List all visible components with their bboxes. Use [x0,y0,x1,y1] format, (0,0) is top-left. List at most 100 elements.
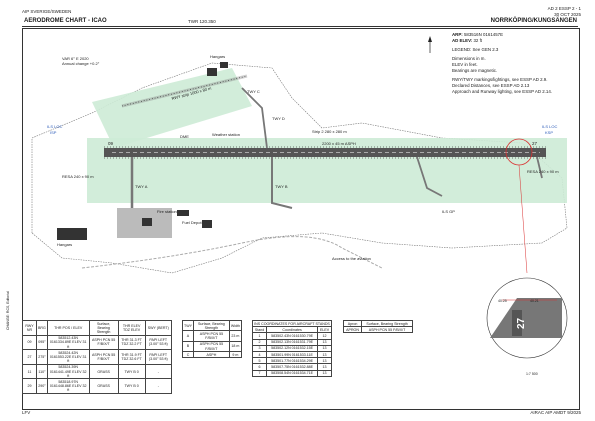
arp-value: 583516N 0161457E [463,32,504,37]
stand-table: INS COORDINATES FOR AIRCRAFT STANDS Stan… [251,319,332,377]
stand-table-cell: 583501.99N 0161533.11E [266,350,319,359]
twy-table-cell: 9 m [228,351,243,359]
twy-table-cell: ASPH [192,351,230,359]
rwy-table-header: BRG [36,320,48,336]
twy-table-cell: 18 m [228,340,243,353]
runway-strip-diagonal [92,68,252,148]
runway-strip-main [87,138,567,203]
stand-table-cell: 1 [251,332,268,340]
rwy-table-cell: - [144,363,173,380]
rwy-table-cell: GRASS [88,378,119,395]
hangar-block [57,228,87,240]
twy-table-cell: 23 m [228,330,243,342]
rwy-table-cell: PAPI LEFT (3.00° 53 ft) [144,349,173,365]
label-detail-2: 40.21 [530,299,539,303]
stand-table-cell: 7 [251,369,268,377]
rwy-table-cell: 11 [21,363,38,380]
twy-table-header: Width [228,319,243,332]
label-resa-right: RESA 240 x 90 m [527,169,559,174]
label-rwy27: 27 [532,141,538,146]
stand-table-cell: 13 [317,369,332,377]
label-hangars2: Hangars [57,242,72,247]
stand-table-cell: 13 [317,350,332,359]
label-ils-loc-left: ILS LOC [47,124,62,129]
rwy-table-cell: 583524.39N 0161441.49E ELEV 32 ft [46,363,90,380]
rwy-table-cell: 09 [21,334,38,351]
stand-table-title: INS COORDINATES FOR AIRCRAFT STANDS [252,319,332,328]
label-loc-id-right: KSP [545,130,553,135]
page-date: 30 OCT 2025 [554,11,581,17]
stand-table-cell: 2 [251,338,268,346]
rwy-table-cell: PAPI LEFT (3.00° 53 ft) [144,334,173,351]
rwy-table-cell: ASPH PCN 55 F/B/X/T [88,334,119,351]
label-ils-loc-right: ILS LOC [542,124,557,129]
stand-table-cell: 13 [317,344,332,353]
twy-table-cell: B [182,340,194,353]
side-change-note: CHANGE: RCS, Editorial [6,291,10,330]
rwy-table-header: THR ELEV TDZ ELEV [117,320,146,336]
stand-table-cell: 13 [317,338,332,346]
aerodrome-map: VAR 6° E 2020 Annual change +0.2° Hangar… [31,36,568,359]
twy-table-header: Surface, Bearing Strength [192,319,230,332]
label-weather: Weather station [212,132,240,137]
rwy-table-header: RWY NR [21,320,38,336]
rwy-table-cell: GRASS [88,363,119,380]
stand-table-cell: 583502.12N 0161532.15E [266,344,319,353]
stand-table-cell: 583508.54N 0161534.71E [266,369,319,377]
rwy-table-header: SWY (BERT) [144,320,173,336]
apron-table-header: Apron [342,319,363,328]
stand-table-header: Coordinates [266,326,319,334]
stand-table-cell: 4 [251,350,268,359]
label-fire: Fire station [157,209,177,214]
chart-frame [22,28,580,410]
twy-table-header: TWY [182,319,194,332]
taxiway-b [271,157,293,209]
stand-table-cell: 13 [317,363,332,371]
elev-ft-text: ELEV in feet. [452,62,478,67]
page-reference: AD 2 ESSP 2 - 1 30 OCT 2025 [548,6,581,17]
rwy-table-cell: - [144,378,173,395]
stand-table-cell: 13 [317,357,332,365]
label-dme: DME [180,134,189,139]
stand-table-cell: 583502.43N 0161530.79E [266,332,319,340]
rwy-table-cell: 583518.97N 0161448.86E ELEV 32 ft [46,378,90,395]
stand-table-cell: 583501.77N 0161534.29E [266,357,319,365]
info-box: ARP: 583516N 0161457E AD ELEV: 32 ft LEG… [452,32,572,95]
page-ref: AD 2 ESSP 2 - 1 [547,6,581,11]
label-fuel: Fuel Depot [182,220,202,225]
twy-table-cell: ASPH PCN 55 F/B/X/T [192,330,230,342]
label-detail-1: 40.25 [498,299,507,303]
declared-text: Declared Distances, see ESSP AD 2.13 [452,83,530,88]
access-road [81,236,383,269]
label-rwy27-big: 27 [516,317,527,329]
stand-table-cell: 583502.13N 0161531.79E [266,338,319,346]
label-var: VAR 6° E 2020 [62,56,89,61]
elev-label: AD ELEV: [452,38,473,43]
rwy-table-cell: TWY B 0 [117,363,146,380]
label-dim-main: 2200 x 45 m ASPH [322,141,356,146]
twy-table-cell: C [182,351,194,359]
aerodrome-name: NORRKÖPING/KUNGSÄNGEN [490,18,577,24]
label-loc-id-left: ISP [50,130,57,135]
taxiway-c [241,87,268,149]
apron-table-cell: ASPH PCN 55 F/B/X/T [361,326,413,334]
rwy-table-cell: 29 [21,378,38,395]
publisher-label: AIP SVERIGE/SWEDEN [22,9,72,14]
rwy-table-cell: 583512.43N 0161334.89E ELEV 31 ft [46,334,90,351]
rwy-table-cell: THR 31.3 FT TDZ 32.2 FT [117,334,146,351]
approach-text: Approach and Runway lighting, see ESSP A… [452,89,552,94]
label-hangars: Hangars [210,54,225,59]
